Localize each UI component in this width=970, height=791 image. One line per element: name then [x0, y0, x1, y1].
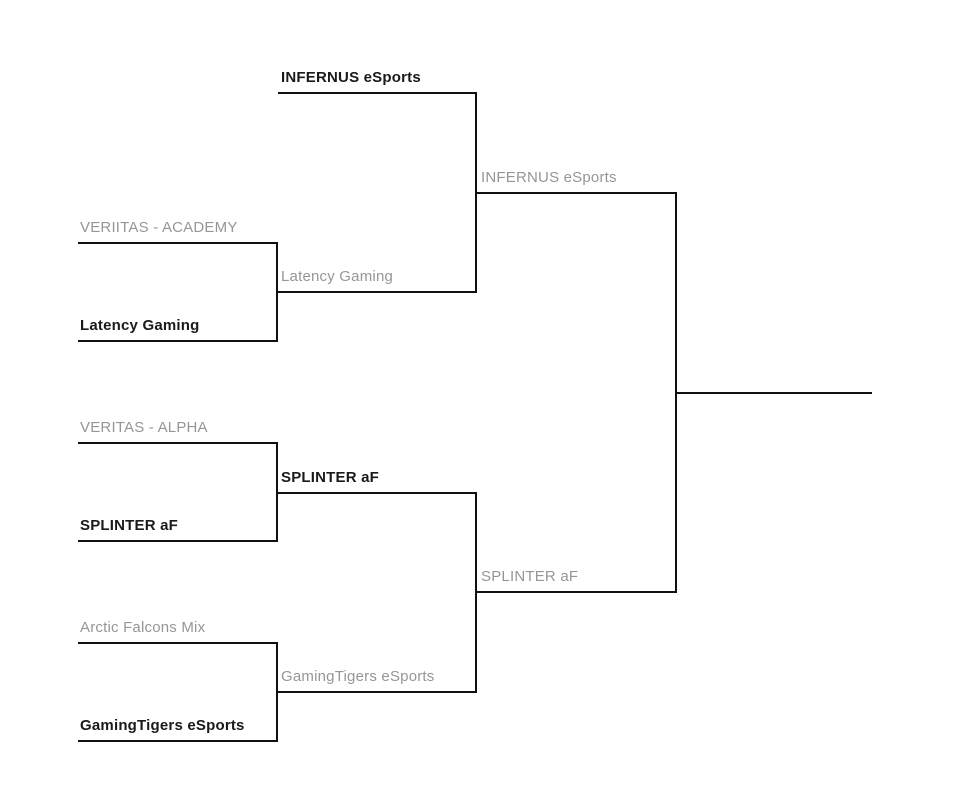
bracket-line-h	[476, 591, 677, 593]
team-label: Arctic Falcons Mix	[80, 619, 206, 636]
team-label: Latency Gaming	[80, 317, 200, 334]
bracket-line-h	[78, 340, 278, 342]
bracket-line-h	[78, 740, 278, 742]
bracket-line-h	[276, 291, 477, 293]
bracket-line-h	[78, 242, 278, 244]
team-label: SPLINTER aF	[481, 568, 579, 585]
team-label: INFERNUS eSports	[281, 69, 421, 86]
bracket-connector-v	[675, 192, 677, 593]
bracket-connector-v	[475, 492, 477, 693]
bracket-line-h	[476, 192, 677, 194]
bracket-line-h	[276, 492, 477, 494]
team-label: SPLINTER aF	[80, 517, 179, 534]
team-label: INFERNUS eSports	[481, 169, 617, 186]
team-label: VERITAS - ALPHA	[80, 419, 208, 436]
bracket-connector-v	[276, 442, 278, 542]
bracket-line-h	[78, 642, 278, 644]
bracket-connector-v	[475, 92, 477, 293]
team-label: SPLINTER aF	[281, 469, 380, 486]
bracket-connector-v	[276, 242, 278, 342]
champion-line	[676, 392, 872, 394]
team-label: GamingTigers eSports	[281, 668, 435, 685]
team-label: GamingTigers eSports	[80, 717, 245, 734]
bracket-line-h	[78, 540, 278, 542]
team-label: VERIITAS - ACADEMY	[80, 219, 238, 236]
bracket-line-h	[278, 92, 477, 94]
bracket-connector-v	[276, 642, 278, 742]
bracket-line-h	[276, 691, 477, 693]
team-label: Latency Gaming	[281, 268, 394, 285]
bracket-line-h	[78, 442, 278, 444]
